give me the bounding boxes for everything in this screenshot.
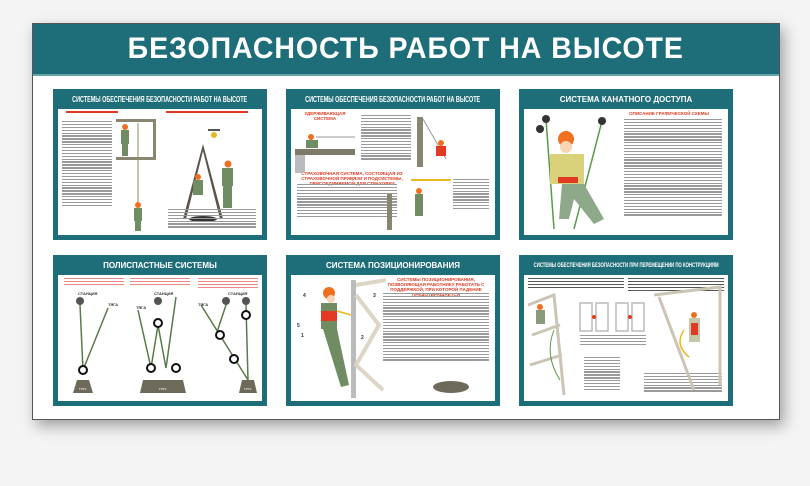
subtitle-arrest: СТРАХОВОЧНАЯ СИСТЕМА, СОСТОЯЩАЯ ИЗ СТРАХ… — [301, 171, 403, 186]
panel-body: ОПИСАНИЕ ГРАФИЧЕСКОЙ СХЕМЫ — [524, 109, 728, 235]
text-block — [130, 278, 190, 287]
panel-fall-protection-systems: СИСТЕМЫ ОБЕСПЕЧЕНИЯ БЕЗОПАСНОСТИ РАБОТ Н… — [53, 89, 267, 240]
poster-title-band: БЕЗОПАСНОСТЬ РАБОТ НА ВЫСОТЕ — [33, 24, 779, 76]
panel-header: СИСТЕМЫ ОБЕСПЕЧЕНИЯ БЕЗОПАСНОСТИ РАБОТ Н… — [286, 89, 500, 109]
panel-positioning-system: СИСТЕМА ПОЗИЦИОНИРОВАНИЯ СИСТЕМЫ ПОЗИЦИО… — [286, 255, 500, 406]
panel-title: СИСТЕМЫ ОБЕСПЕЧЕНИЯ БЕЗОПАСНОСТИ ПРИ ПЕР… — [533, 261, 719, 269]
panel-moving-on-structures: СИСТЕМЫ ОБЕСПЕЧЕНИЯ БЕЗОПАСНОСТИ ПРИ ПЕР… — [519, 255, 733, 406]
panel-pulley-systems: ПОЛИСПАСТНЫЕ СИСТЕМЫ СТАНЦИЯ СТАНЦИЯ СТА… — [53, 255, 267, 406]
text-block — [198, 278, 258, 290]
panel-restraint-systems: СИСТЕМЫ ОБЕСПЕЧЕНИЯ БЕЗОПАСНОСТИ РАБОТ Н… — [286, 89, 500, 240]
label-station: СТАНЦИЯ — [228, 291, 248, 296]
panel-body: УДЕРЖИВАЮЩАЯ СИСТЕМА СТРАХОВОЧНАЯ СИСТЕМ… — [291, 109, 495, 235]
restraint-illustration — [295, 117, 451, 230]
text-block — [453, 179, 489, 211]
label-station: СТАНЦИЯ — [154, 291, 174, 296]
structure-climbing-illustration — [527, 285, 722, 396]
text-block — [62, 121, 112, 208]
text-block — [297, 184, 397, 219]
text-block — [628, 278, 724, 292]
pulley-4-to-1 — [137, 296, 186, 393]
pulley-2-to-1 — [73, 297, 109, 393]
text-block — [580, 335, 646, 347]
label-load: ГРУЗ — [79, 387, 87, 391]
panel-body — [58, 109, 262, 235]
panel-title: СИСТЕМА КАНАТНОГО ДОСТУПА — [559, 94, 693, 104]
callout-2: 2 — [361, 335, 364, 341]
panel-title: СИСТЕМА ПОЗИЦИОНИРОВАНИЯ — [326, 260, 460, 270]
panel-header: СИСТЕМЫ ОБЕСПЕЧЕНИЯ БЕЗОПАСНОСТИ ПРИ ПЕР… — [519, 255, 733, 275]
panel-title: ПОЛИСПАСТНЫЕ СИСТЕМЫ — [103, 260, 217, 270]
panel-rope-access: СИСТЕМА КАНАТНОГО ДОСТУПА ОПИСАНИЕ ГРАФИ… — [519, 89, 733, 240]
panel-body: СИСТЕМЫ ПОЗИЦИОНИРОВАНИЯ, ПОЗВОЛЯЮЩАЯ РА… — [291, 275, 495, 401]
panel-header: СИСТЕМЫ ОБЕСПЕЧЕНИЯ БЕЗОПАСНОСТИ РАБОТ Н… — [53, 89, 267, 109]
panel-body — [524, 275, 728, 401]
text-block — [584, 357, 620, 392]
callout-5: 5 — [297, 323, 300, 329]
panel-title: СИСТЕМЫ ОБЕСПЕЧЕНИЯ БЕЗОПАСНОСТИ РАБОТ Н… — [305, 94, 481, 104]
rope-access-illustration — [536, 115, 606, 230]
text-block — [168, 209, 256, 229]
panel-header: СИСТЕМА КАНАТНОГО ДОСТУПА — [519, 89, 733, 109]
label-pull: ТЯГА — [108, 302, 119, 307]
label-pull: ТЯГА — [136, 305, 147, 310]
label-load: ГРУЗ — [159, 387, 167, 391]
text-block — [624, 119, 722, 217]
callout-1: 1 — [301, 333, 304, 339]
panel-title: СИСТЕМЫ ОБЕСПЕЧЕНИЯ БЕЗОПАСНОСТИ РАБОТ Н… — [72, 94, 248, 104]
text-block — [64, 278, 124, 287]
safety-poster: БЕЗОПАСНОСТЬ РАБОТ НА ВЫСОТЕ СИСТЕМЫ ОБЕ… — [32, 23, 780, 420]
subtitle-positioning: СИСТЕМЫ ПОЗИЦИОНИРОВАНИЯ, ПОЗВОЛЯЮЩАЯ РА… — [387, 277, 485, 297]
text-block — [528, 278, 624, 290]
text-block — [644, 373, 722, 393]
label-load: ГРУЗ — [244, 387, 252, 391]
panel-header: СИСТЕМА ПОЗИЦИОНИРОВАНИЯ — [286, 255, 500, 275]
label-pull: ТЯГА — [198, 302, 209, 307]
callout-3: 3 — [373, 293, 376, 299]
poster-title: БЕЗОПАСНОСТЬ РАБОТ НА ВЫСОТЕ — [127, 32, 685, 65]
panel-header: ПОЛИСПАСТНЫЕ СИСТЕМЫ — [53, 255, 267, 275]
pulley-diagrams — [73, 296, 257, 393]
pulley-complex — [200, 297, 257, 393]
positioning-illustration — [321, 278, 469, 398]
subtitle-restraint: УДЕРЖИВАЮЩАЯ СИСТЕМА — [304, 111, 346, 121]
subtitle-scheme: ОПИСАНИЕ ГРАФИЧЕСКОЙ СХЕМЫ — [629, 111, 709, 116]
text-block — [383, 293, 489, 362]
callout-4: 4 — [303, 293, 306, 299]
panel-body: СТАНЦИЯ СТАНЦИЯ СТАНЦИЯ ТЯГА ТЯГА ТЯГА — [58, 275, 262, 401]
label-station: СТАНЦИЯ — [78, 291, 98, 296]
fall-arrest-illustration — [66, 111, 248, 231]
text-block — [361, 115, 411, 161]
